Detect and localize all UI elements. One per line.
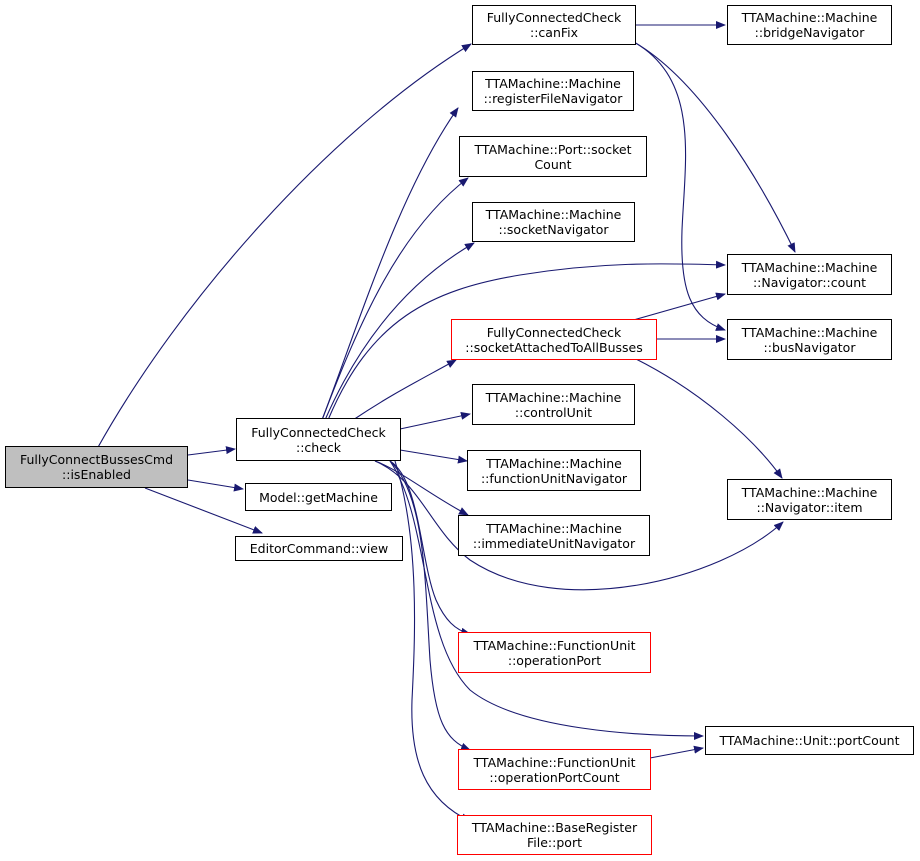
edge-canfix-busnav [633, 41, 726, 331]
node-machine-immediateunitnavigator[interactable]: TTAMachine::Machine ::immediateUnitNavig… [458, 515, 650, 556]
edge-isenabled-getmachine [187, 479, 244, 492]
node-label-line1: TTAMachine::Machine [741, 484, 878, 500]
node-editorcommand-view[interactable]: EditorCommand::view [235, 536, 403, 561]
node-label-line1: TTAMachine::Port::socket [474, 141, 632, 157]
node-label-line1: TTAMachine::Machine [741, 10, 878, 25]
node-label-line1: TTAMachine::Machine [485, 76, 621, 91]
node-label-line1: TTAMachine::Machine [485, 207, 622, 222]
node-machine-registerfilenavigator[interactable]: TTAMachine::Machine ::registerFileNaviga… [472, 71, 634, 111]
node-label-line2: ::functionUnitNavigator [480, 470, 628, 486]
edge-check-opportcount [389, 460, 471, 751]
edge-check-socketattached [352, 359, 457, 421]
edge-check-regfilenav [321, 107, 459, 421]
node-fullyconnectedcheck-check[interactable]: FullyConnectedCheck ::check [236, 418, 401, 461]
edge-socketattached-navitem [629, 355, 783, 479]
node-label-line1: TTAMachine::Machine [485, 389, 622, 405]
edge-check-controlunit [399, 411, 471, 430]
node-label-line1: TTAMachine::Unit::portCount [719, 733, 900, 748]
node-label-line2: ::Navigator::count [752, 274, 867, 290]
node-machine-busnavigator[interactable]: TTAMachine::Machine ::busNavigator [727, 319, 892, 360]
edge-canfix-navcount [633, 41, 796, 253]
node-label-line2: ::bridgeNavigator [754, 25, 865, 40]
node-label-line1: TTAMachine::FunctionUnit [473, 754, 636, 770]
node-label-line1: TTAMachine::FunctionUnit [473, 637, 636, 653]
node-label-line2: ::isEnabled [62, 467, 131, 482]
edge-check-funav [399, 449, 468, 464]
node-label-line1: FullyConnectBussesCmd [19, 452, 174, 467]
node-label-line1: TTAMachine::Machine [741, 324, 878, 340]
node-label-line2: ::busNavigator [763, 339, 856, 355]
node-label-line1: FullyConnectedCheck [251, 424, 386, 440]
node-label-line2: ::socketNavigator [498, 222, 609, 237]
node-label-line1: TTAMachine::BaseRegister [471, 820, 638, 835]
edge-check-baseregport [394, 460, 471, 822]
node-fullyconnectedcheck-socketattachedtoallbusses[interactable]: FullyConnectedCheck ::socketAttachedToAl… [451, 319, 657, 360]
edge-socketattached-navcount [629, 292, 726, 322]
node-baseregisterfile-port[interactable]: TTAMachine::BaseRegister File::port [457, 815, 652, 855]
edge-check-navitem [374, 460, 784, 591]
node-label-line2: ::canFix [529, 25, 579, 40]
node-unit-portcount[interactable]: TTAMachine::Unit::portCount [705, 726, 914, 755]
node-functionunit-operationport[interactable]: TTAMachine::FunctionUnit ::operationPort [458, 632, 651, 673]
node-label-line1: TTAMachine::Machine [486, 455, 622, 471]
edge-check-navcount [327, 260, 726, 421]
node-label-line1: TTAMachine::Machine [741, 259, 878, 275]
node-fullyconnectedcheck-canfix[interactable]: FullyConnectedCheck ::canFix [472, 5, 636, 45]
node-machine-controlunit[interactable]: TTAMachine::Machine ::controlUnit [472, 384, 635, 425]
node-label-line2: ::Navigator::item [756, 499, 863, 515]
node-fullyconnectbussescmd-isenabled: FullyConnectBussesCmd ::isEnabled [5, 446, 188, 488]
node-label-line1: FullyConnectedCheck [486, 324, 622, 340]
edge-check-unitportcount [389, 460, 704, 740]
node-label-line2: ::operationPortCount [489, 769, 620, 785]
node-label-line2: ::operationPort [507, 652, 602, 668]
node-navigator-count[interactable]: TTAMachine::Machine ::Navigator::count [727, 254, 892, 295]
edge-opportcount-unitportcount [649, 745, 704, 759]
edge-isenabled-check [187, 446, 236, 456]
node-machine-bridgenavigator[interactable]: TTAMachine::Machine ::bridgeNavigator [727, 5, 892, 45]
edge-check-socketcount [321, 177, 469, 421]
node-label-line2: File::port [527, 835, 582, 850]
edge-isenabled-view [144, 487, 263, 534]
edge-isenabled-canfix [96, 43, 472, 450]
node-label-line1: Model::getMachine [259, 489, 378, 505]
edge-check-opport [389, 460, 471, 636]
node-label-line1: EditorCommand::view [249, 541, 389, 556]
node-label-line2: ::registerFileNavigator [483, 91, 623, 106]
node-label-line1: FullyConnectedCheck [486, 10, 622, 25]
node-label-line2: Count [534, 156, 572, 172]
node-navigator-item[interactable]: TTAMachine::Machine ::Navigator::item [727, 479, 892, 520]
node-model-getmachine[interactable]: Model::getMachine [245, 483, 392, 511]
node-label-line2: ::controlUnit [514, 404, 593, 420]
node-label-line2: ::immediateUnitNavigator [472, 535, 636, 551]
node-port-socketcount[interactable]: TTAMachine::Port::socket Count [459, 136, 647, 177]
node-label-line2: ::socketAttachedToAllBusses [465, 339, 643, 355]
node-machine-functionunitnavigator[interactable]: TTAMachine::Machine ::functionUnitNaviga… [467, 450, 641, 491]
node-label-line2: ::check [295, 439, 342, 455]
node-label-line1: TTAMachine::Machine [486, 520, 622, 536]
node-functionunit-operationportcount[interactable]: TTAMachine::FunctionUnit ::operationPort… [458, 749, 651, 790]
edge-check-socketnav [324, 242, 475, 421]
node-machine-socketnavigator[interactable]: TTAMachine::Machine ::socketNavigator [472, 202, 635, 242]
